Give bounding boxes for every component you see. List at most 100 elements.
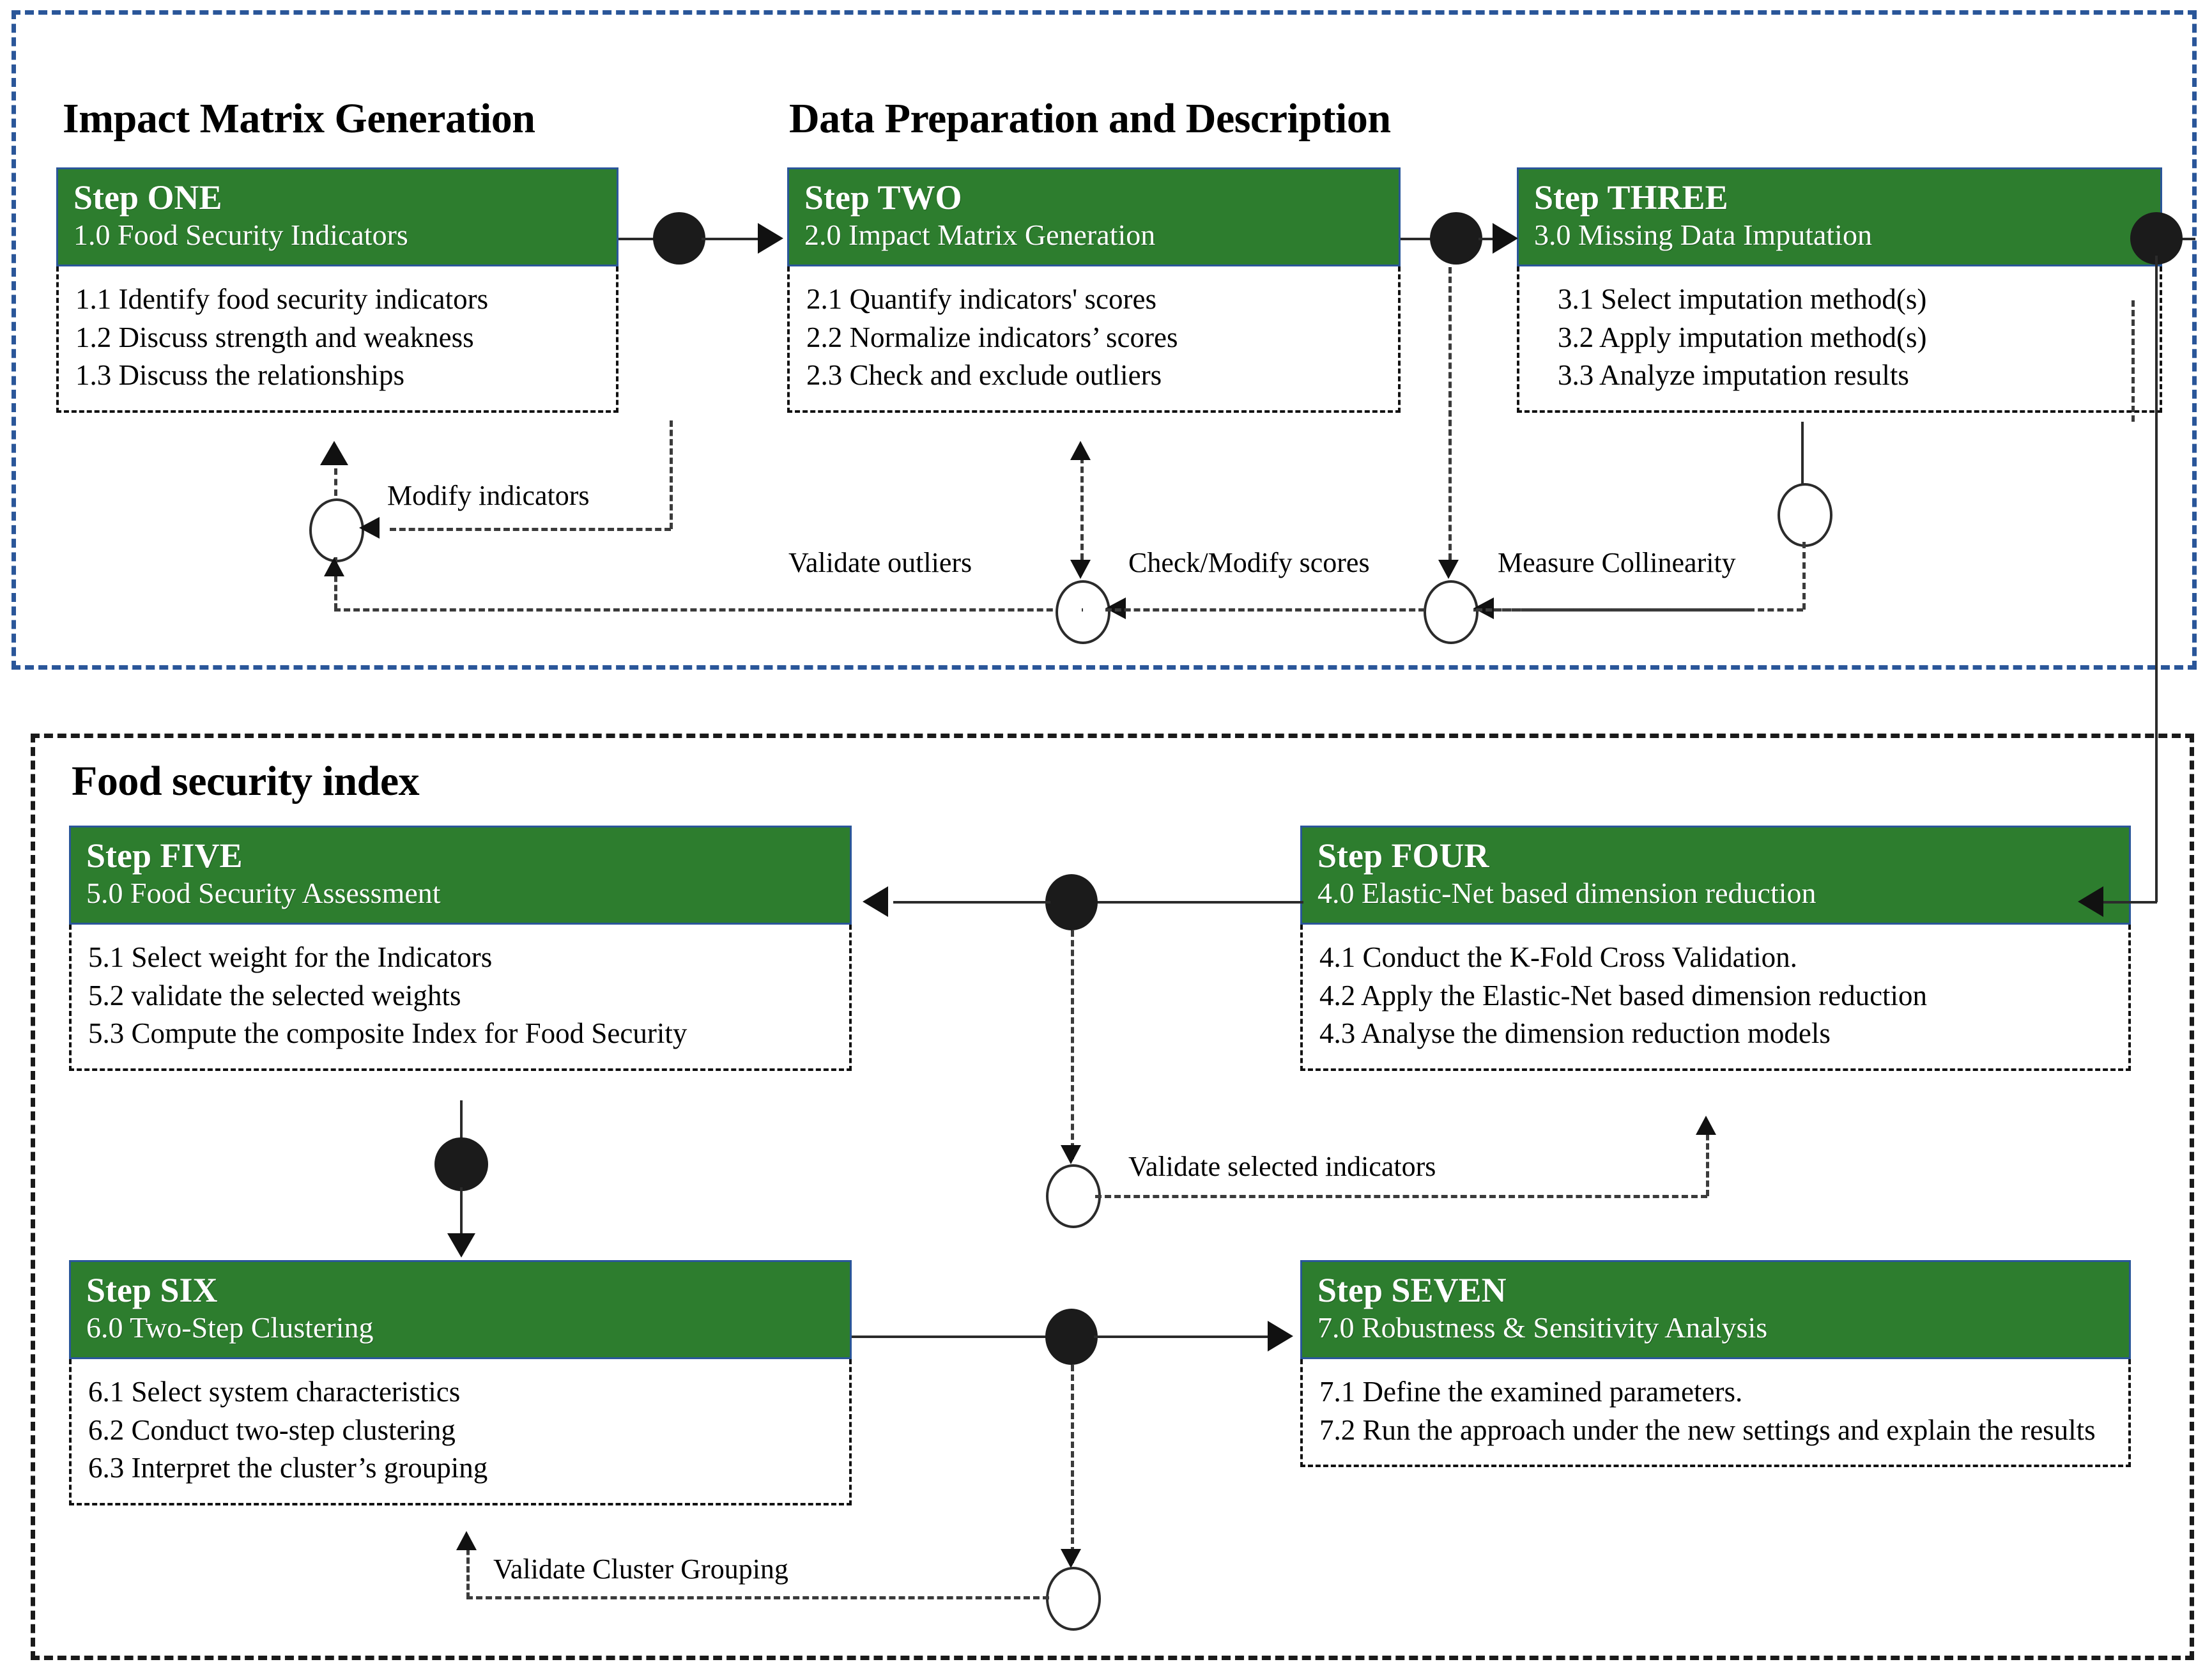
- step-one-header: Step ONE 1.0 Food Security Indicators: [56, 167, 618, 266]
- step-five-item-3: 5.3 Compute the composite Index for Food…: [88, 1017, 687, 1050]
- arrow-modify-indicators-left: [359, 517, 380, 539]
- bus-seg-between-rings: [1105, 608, 1425, 612]
- step-three-title: Step THREE: [1534, 178, 1728, 217]
- step-four-header: Step FOUR 4.0 Elastic-Net based dimensio…: [1300, 826, 2131, 925]
- feedback-ring-check-modify-scores: [1424, 580, 1479, 644]
- feedback-line-outliers-to-bus: [1082, 608, 1083, 612]
- step-card-seven[interactable]: Step SEVEN 7.0 Robustness & Sensitivity …: [1300, 1260, 2131, 1468]
- feedback-line-validate-selected-right: [1095, 1195, 1707, 1198]
- edge-label-check-modify-scores: Check/Modify scores: [1125, 546, 1374, 579]
- section-title-impact-matrix-generation: Impact Matrix Generation: [63, 95, 535, 142]
- step-six-item-2: 6.2 Conduct two-step clustering: [88, 1413, 456, 1446]
- step-two-item-1: 2.1 Quantify indicators' scores: [806, 282, 1156, 315]
- arrow-into-step-three: [1493, 223, 1518, 254]
- step-one-title: Step ONE: [73, 178, 222, 217]
- arrow-into-step-six: [447, 1233, 475, 1258]
- step-six-header: Step SIX 6.0 Two-Step Clustering: [69, 1260, 852, 1359]
- step-four-item-1: 4.1 Conduct the K-Fold Cross Validation.: [1319, 941, 1797, 973]
- arrow-into-step-four: [2078, 886, 2103, 917]
- step-two-subtitle: 2.0 Impact Matrix Generation: [804, 219, 1156, 252]
- arrow-into-step-two: [758, 223, 783, 254]
- feedback-line-cluster-down: [1071, 1365, 1074, 1563]
- step-five-body: 5.1 Select weight for the Indicators 5.2…: [69, 924, 852, 1072]
- feedback-line-validate-selected-down: [1071, 930, 1074, 1159]
- connector-three-body-down: [1801, 422, 1804, 486]
- feedback-line-modify-tail: [334, 557, 337, 610]
- arrow-validate-selected-down: [1061, 1145, 1081, 1164]
- step-card-four[interactable]: Step FOUR 4.0 Elastic-Net based dimensio…: [1300, 826, 2131, 1072]
- connector-three-down-trunk: [2155, 256, 2158, 902]
- step-six-item-3: 6.3 Interpret the cluster’s grouping: [88, 1452, 488, 1484]
- step-card-two[interactable]: Step TWO 2.0 Impact Matrix Generation 2.…: [787, 167, 1401, 413]
- feedback-line-cluster-left: [466, 1596, 1049, 1599]
- step-one-item-1: 1.1 Identify food security indicators: [75, 282, 489, 315]
- edge-label-measure-collinearity: Measure Collinearity: [1494, 546, 1740, 579]
- feedback-ring-modify-indicators: [309, 498, 364, 562]
- step-one-subtitle: 1.0 Food Security Indicators: [73, 219, 408, 252]
- step-card-five[interactable]: Step FIVE 5.0 Food Security Assessment 5…: [69, 826, 852, 1072]
- step-five-subtitle: 5.0 Food Security Assessment: [86, 877, 441, 910]
- step-four-item-3: 4.3 Analyse the dimension reduction mode…: [1319, 1017, 1831, 1050]
- step-four-body: 4.1 Conduct the K-Fold Cross Validation.…: [1300, 924, 2131, 1072]
- connector-trunk-into-four: [2102, 901, 2157, 904]
- junction-dot-two-three: [1430, 212, 1482, 265]
- connector-five-to-six-upper: [460, 1100, 463, 1140]
- arrow-into-step-five: [863, 886, 888, 917]
- step-six-body: 6.1 Select system characteristics 6.2 Co…: [69, 1359, 852, 1506]
- junction-dot-six-seven: [1045, 1309, 1098, 1365]
- feedback-line-validate-outliers-up: [1080, 447, 1084, 560]
- feedback-line-modify-up: [334, 447, 337, 496]
- step-seven-header: Step SEVEN 7.0 Robustness & Sensitivity …: [1300, 1260, 2131, 1359]
- step-seven-subtitle: 7.0 Robustness & Sensitivity Analysis: [1317, 1311, 1768, 1344]
- junction-dot-one-two: [653, 212, 705, 265]
- edge-label-modify-indicators: Modify indicators: [383, 479, 594, 512]
- junction-dot-four-five: [1045, 874, 1098, 930]
- connector-two-to-three-right: [1479, 238, 1498, 240]
- feedback-ring-validate-cluster-grouping: [1046, 1567, 1101, 1631]
- step-two-item-3: 2.3 Check and exclude outliers: [806, 359, 1162, 392]
- return-bus-to-step-one: [334, 608, 1082, 612]
- arrow-modify-indicators-up: [320, 441, 348, 465]
- step-one-item-2: 1.2 Discuss strength and weakness: [75, 321, 474, 353]
- step-seven-title: Step SEVEN: [1317, 1271, 1507, 1309]
- arrow-check-scores-down: [1438, 560, 1459, 579]
- step-seven-body: 7.1 Define the examined parameters. 7.2 …: [1300, 1359, 2131, 1468]
- step-three-body-right-dash: [2131, 300, 2135, 422]
- step-four-title: Step FOUR: [1317, 836, 1489, 875]
- step-six-title: Step SIX: [86, 1271, 218, 1309]
- arrow-validate-outliers-down: [1070, 560, 1091, 579]
- step-card-six[interactable]: Step SIX 6.0 Two-Step Clustering 6.1 Sel…: [69, 1260, 852, 1506]
- step-three-item-3: 3.3 Analyze imputation results: [1558, 359, 1909, 392]
- arrow-modify-tail-up: [324, 557, 344, 576]
- step-six-item-1: 6.1 Select system characteristics: [88, 1375, 461, 1408]
- step-five-title: Step FIVE: [86, 836, 243, 875]
- step-four-subtitle: 4.0 Elastic-Net based dimension reductio…: [1317, 877, 1816, 910]
- step-four-item-2: 4.2 Apply the Elastic-Net based dimensio…: [1319, 979, 1928, 1012]
- step-three-item-1: 3.1 Select imputation method(s): [1558, 282, 1927, 315]
- step-three-subtitle: 3.0 Missing Data Imputation: [1534, 219, 1872, 252]
- step-card-one[interactable]: Step ONE 1.0 Food Security Indicators 1.…: [56, 167, 618, 413]
- arrow-validate-outliers-up: [1070, 441, 1091, 460]
- arrow-cluster-up: [456, 1531, 477, 1550]
- feedback-line-modify-drop: [670, 420, 673, 529]
- section-title-food-security-index: Food security index: [72, 758, 420, 804]
- step-five-item-1: 5.1 Select weight for the Indicators: [88, 941, 493, 973]
- connector-six-to-seven-left: [852, 1335, 1050, 1338]
- step-two-item-2: 2.2 Normalize indicators’ scores: [806, 321, 1178, 353]
- step-card-three[interactable]: Step THREE 3.0 Missing Data Imputation 3…: [1517, 167, 2162, 413]
- group-container-data-preparation: [12, 10, 2197, 670]
- feedback-line-check-scores-up: [1448, 267, 1452, 560]
- feedback-line-collinearity-down: [1802, 542, 1806, 610]
- step-five-header: Step FIVE 5.0 Food Security Assessment: [69, 826, 852, 925]
- connector-one-to-two-right: [702, 238, 763, 240]
- connector-six-to-seven-right: [1094, 1335, 1271, 1338]
- feedback-line-validate-selected-up: [1706, 1125, 1709, 1196]
- arrow-into-step-seven: [1268, 1321, 1293, 1351]
- junction-dot-five-six: [434, 1137, 488, 1191]
- feedback-line-modify-horizontal: [390, 528, 671, 531]
- section-title-data-preparation: Data Preparation and Description: [789, 95, 1391, 142]
- step-two-body: 2.1 Quantify indicators' scores 2.2 Norm…: [787, 266, 1401, 413]
- step-six-subtitle: 6.0 Two-Step Clustering: [86, 1311, 374, 1344]
- step-five-item-2: 5.2 validate the selected weights: [88, 979, 461, 1012]
